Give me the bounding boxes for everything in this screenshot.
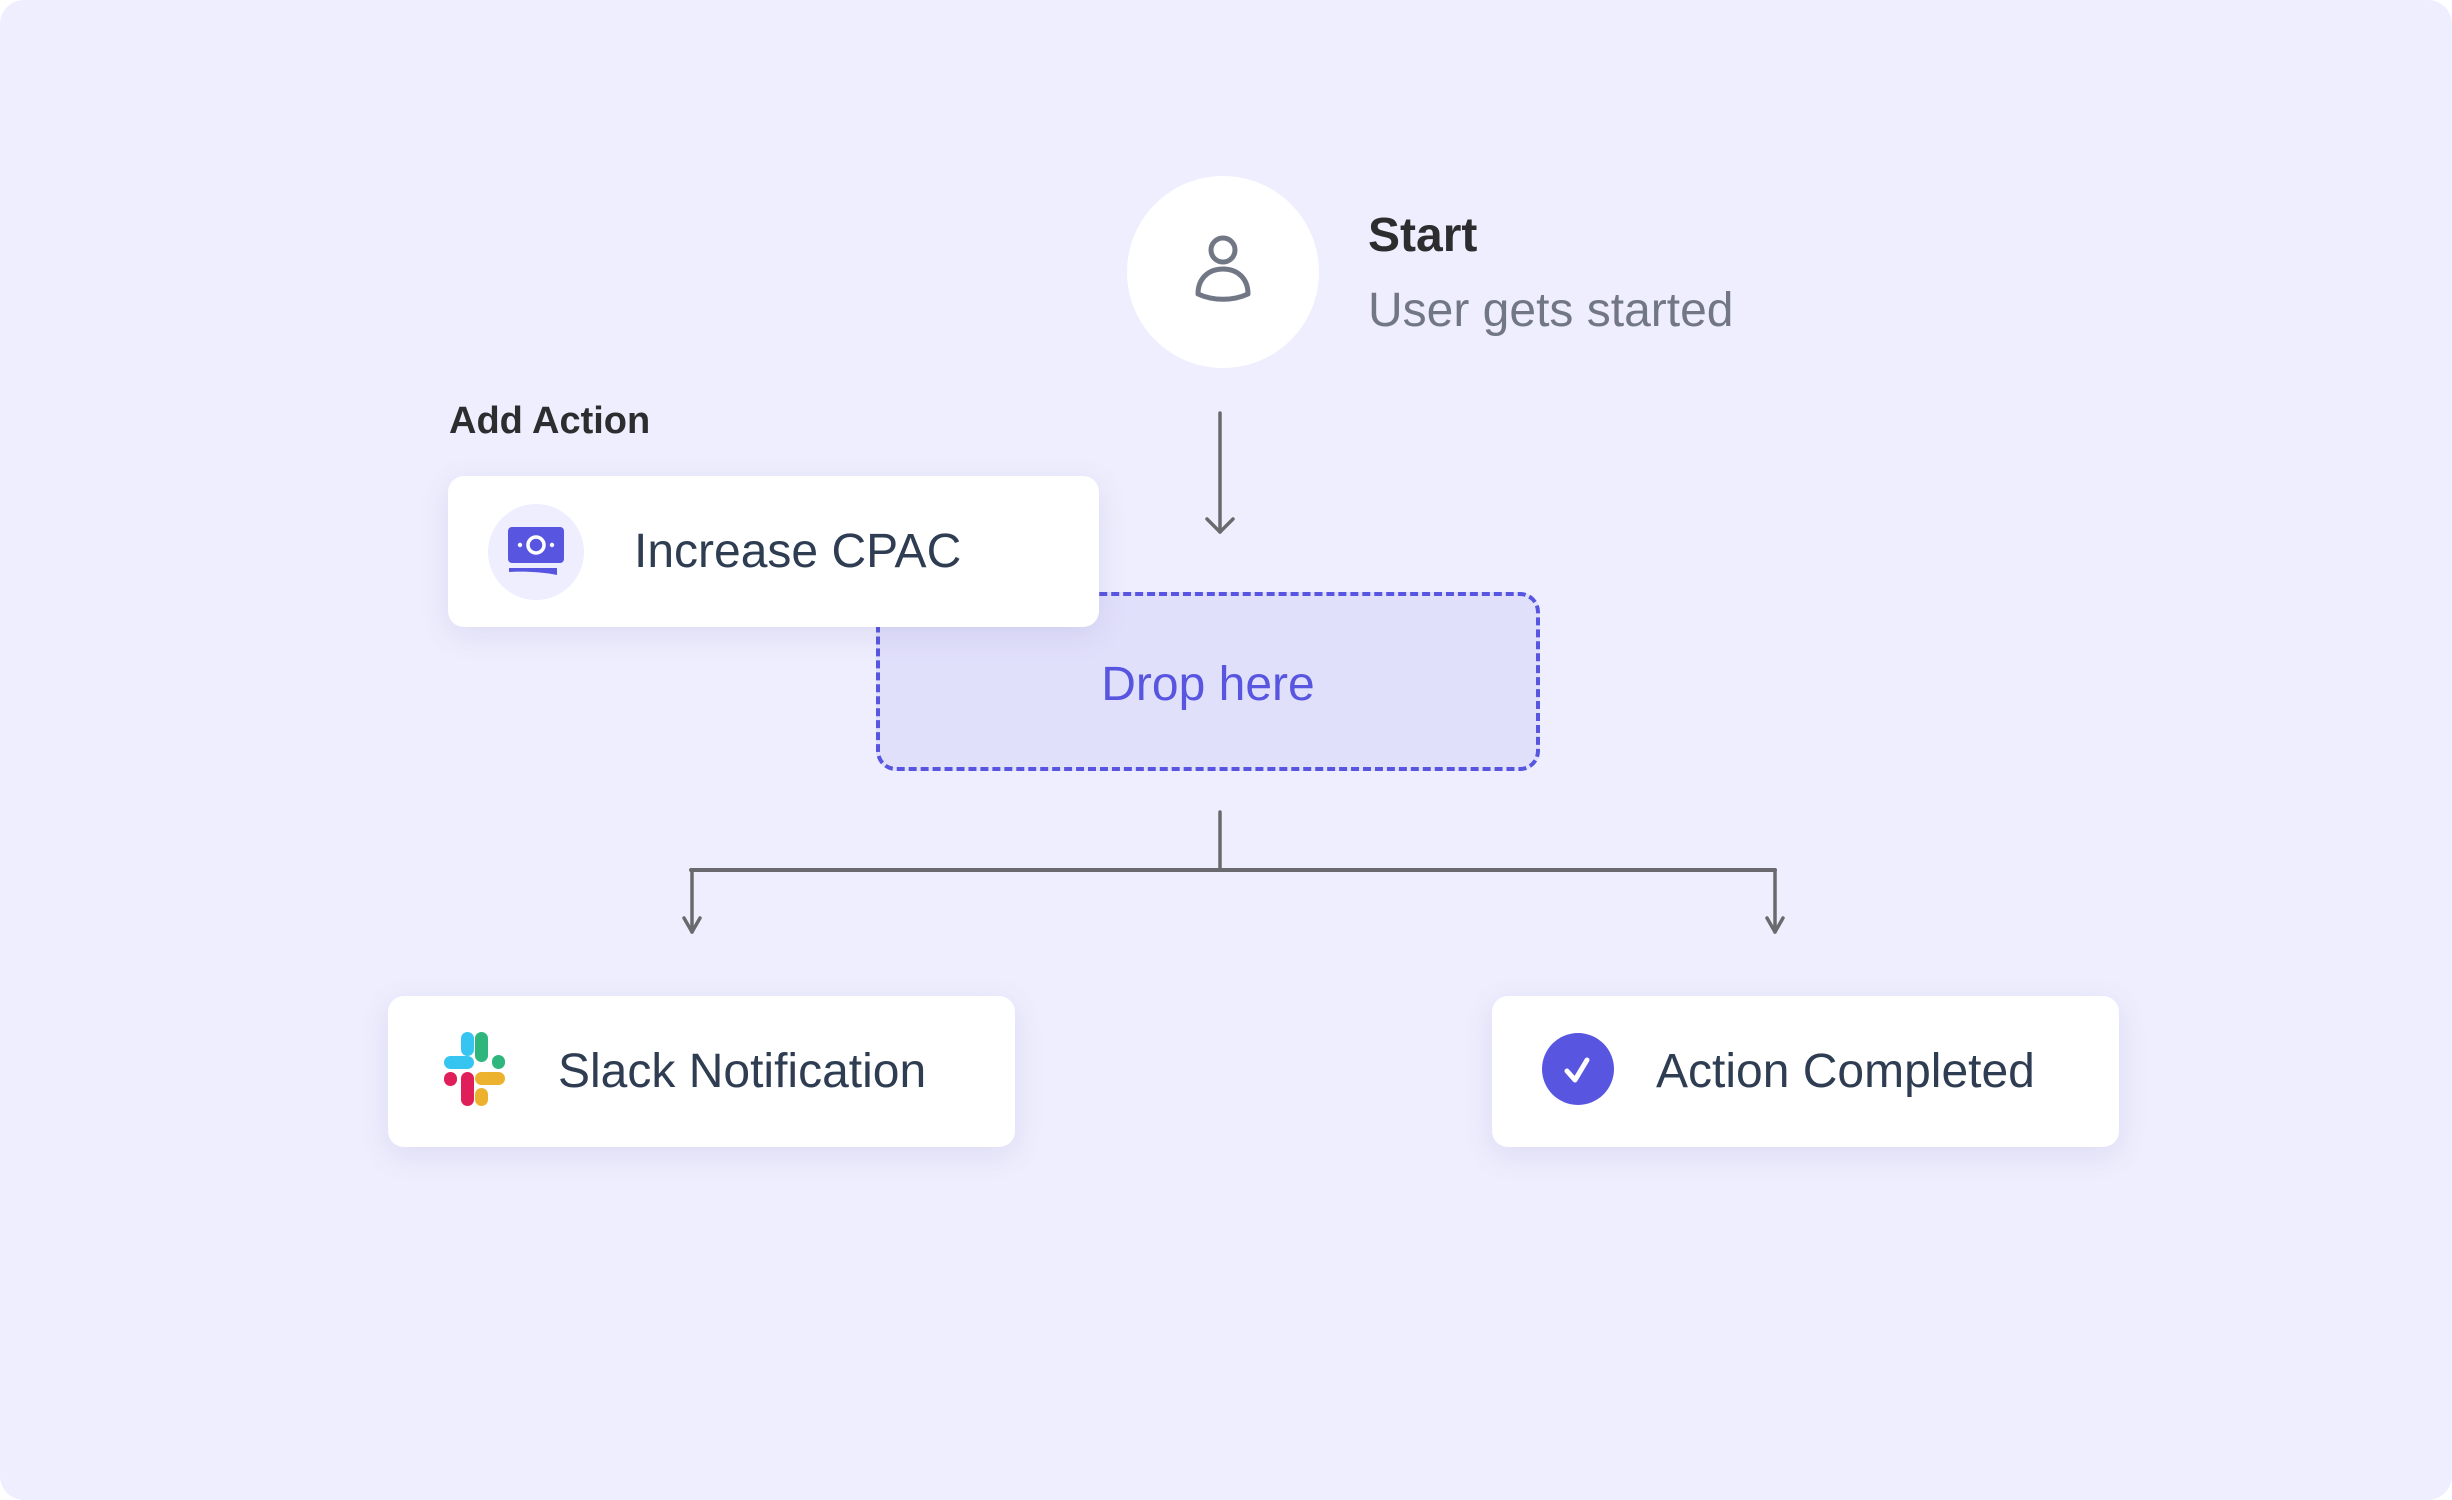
action-completed-card[interactable]: Action Completed xyxy=(1492,996,2119,1147)
start-subtitle: User gets started xyxy=(1368,284,1734,337)
increase-cpac-action-card[interactable]: Increase CPAC xyxy=(448,476,1099,627)
slack-icon xyxy=(444,1032,518,1111)
start-title: Start xyxy=(1368,209,1478,262)
money-icon xyxy=(488,503,584,600)
check-circle-icon xyxy=(1542,1033,1614,1110)
branch-label: Action Completed xyxy=(1656,1045,2035,1098)
start-node[interactable] xyxy=(1127,176,1319,368)
slack-notification-card[interactable]: Slack Notification xyxy=(388,996,1015,1147)
action-label: Increase CPAC xyxy=(634,525,962,578)
drop-zone[interactable]: Drop here xyxy=(876,592,1540,771)
add-action-heading: Add Action xyxy=(449,400,651,442)
branch-label: Slack Notification xyxy=(558,1045,927,1098)
user-icon xyxy=(1193,234,1253,311)
drop-zone-label: Drop here xyxy=(1101,658,1315,711)
